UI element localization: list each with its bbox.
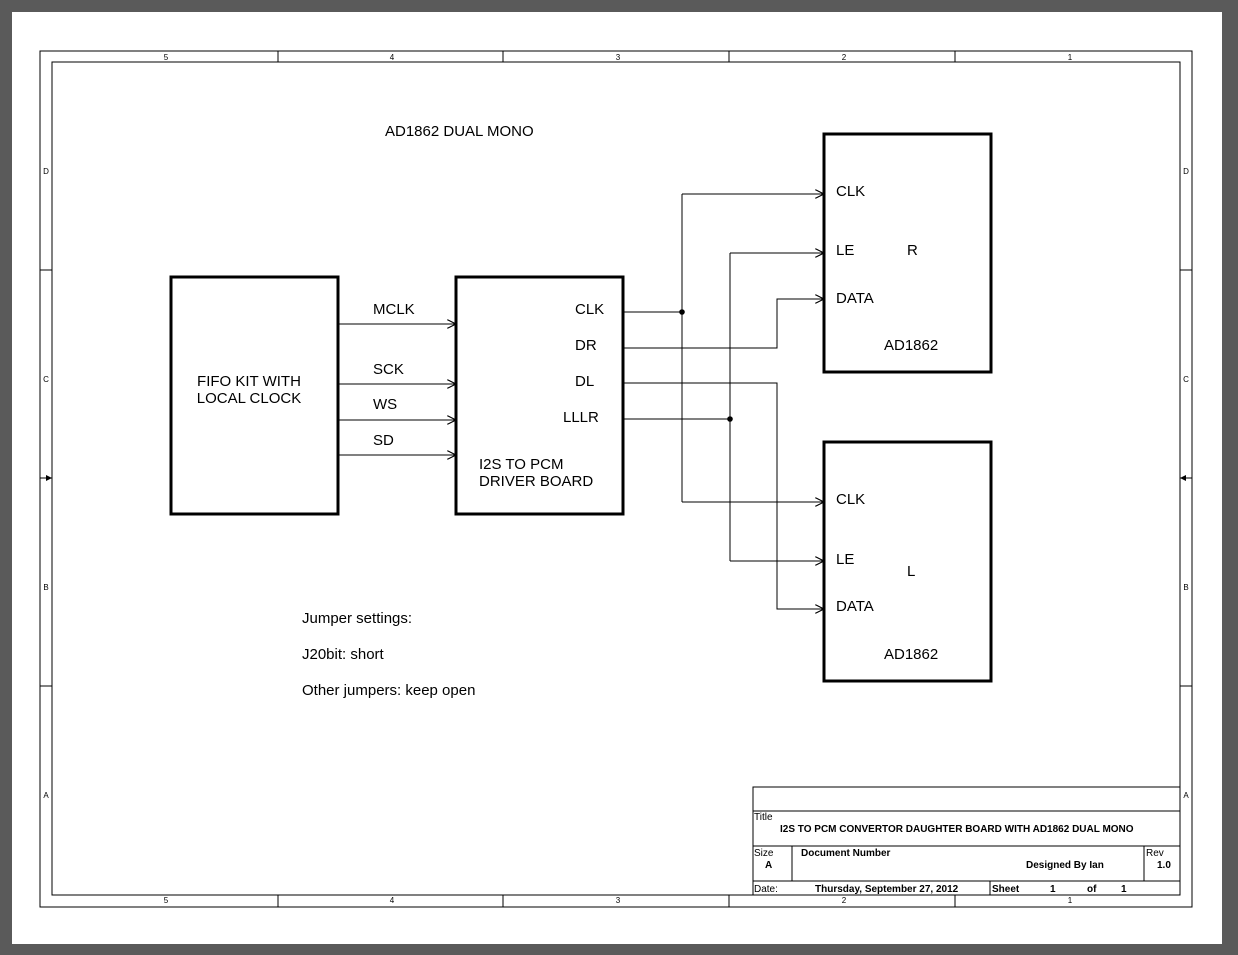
schematic-canvas: 5 4 3 2 1 5 4 3 2 1 D C B A D C B A AD18… [39,50,1193,908]
dac-left-part: AD1862 [884,646,938,663]
drawing-title: I2S TO PCM CONVERTOR DAUGHTER BOARD WITH… [780,824,1134,835]
driver-label-line2: DRIVER BOARD [479,473,593,490]
output-wires [623,194,824,609]
zone-col-label: 4 [390,53,395,62]
size-label: Size [754,848,774,859]
note-line: Other jumpers: keep open [302,682,475,699]
dac-right-part: AD1862 [884,337,938,354]
date-label: Date: [754,884,778,895]
input-wires [339,324,456,455]
sheet-number: 1 [1050,884,1056,895]
signal-label-mclk: MCLK [373,301,415,318]
fifo-label-line1: FIFO KIT WITH [197,373,301,390]
dac-left-pin-clk: CLK [836,491,865,508]
zone-row-label: A [43,791,49,800]
zone-col-label: 1 [1068,53,1073,62]
rev-label: Rev [1146,848,1164,859]
dac-right-pin-le: LE [836,242,854,259]
driver-pin-lllr: LLLR [563,409,599,426]
document-number-label: Document Number [801,848,891,859]
zone-labels: 5 4 3 2 1 5 4 3 2 1 D C B A D C B A [43,53,1189,905]
zone-col-label: 2 [842,896,847,905]
rev-value: 1.0 [1157,860,1171,871]
jumper-notes: Jumper settings: J20bit: short Other jum… [302,610,475,699]
of-label: of [1087,884,1097,895]
signal-label-sck: SCK [373,361,404,378]
title-block: Title I2S TO PCM CONVERTOR DAUGHTER BOAR… [752,786,1181,896]
note-line: J20bit: short [302,646,385,663]
designer-name: Designed By Ian [1026,860,1104,871]
zone-col-label: 3 [616,896,621,905]
date-value: Thursday, September 27, 2012 [815,884,959,895]
zone-col-label: 5 [164,53,169,62]
dac-left-channel: L [907,563,915,580]
dac-left-pin-data: DATA [836,598,874,615]
driver-label-line1: I2S TO PCM [479,456,563,473]
signal-label-sd: SD [373,432,394,449]
zone-row-label: B [1183,583,1188,592]
dac-right-channel: R [907,242,918,259]
junction-dot-icon [679,309,685,315]
driver-pin-clk: CLK [575,301,604,318]
dac-right-pin-data: DATA [836,290,874,307]
driver-pin-dr: DR [575,337,597,354]
center-mark-right-icon [1180,475,1186,481]
zone-row-label: D [43,167,49,176]
zone-col-label: 2 [842,53,847,62]
drawing-frame [39,50,1193,908]
zone-row-label: D [1183,167,1189,176]
fifo-block: FIFO KIT WITH LOCAL CLOCK [169,275,340,516]
diagram-heading: AD1862 DUAL MONO [385,123,534,140]
zone-row-label: C [1183,375,1189,384]
junction-dot-icon [727,416,733,422]
zone-row-label: A [1183,791,1189,800]
zone-col-label: 3 [616,53,621,62]
sheet-total: 1 [1121,884,1127,895]
schematic-sheet: 5 4 3 2 1 5 4 3 2 1 D C B A D C B A AD18… [12,12,1222,944]
center-mark-left-icon [46,475,52,481]
dac-left-pin-le: LE [836,551,854,568]
note-line: Jumper settings: [302,610,412,627]
zone-row-label: C [43,375,49,384]
signal-label-ws: WS [373,396,397,413]
size-value: A [765,860,772,871]
dac-left-block: CLK LE DATA L AD1862 [822,440,993,683]
title-label: Title [754,812,773,823]
zone-col-label: 5 [164,896,169,905]
fifo-label-line2: LOCAL CLOCK [197,390,301,407]
zone-row-label: B [43,583,48,592]
driver-pin-dl: DL [575,373,594,390]
dac-right-block: CLK LE DATA R AD1862 [822,132,993,374]
dac-right-pin-clk: CLK [836,183,865,200]
zone-col-label: 4 [390,896,395,905]
zone-col-label: 1 [1068,896,1073,905]
driver-board-block: CLK DR DL LLLR I2S TO PCM DRIVER BOARD [454,275,625,516]
sheet-label: Sheet [992,884,1020,895]
